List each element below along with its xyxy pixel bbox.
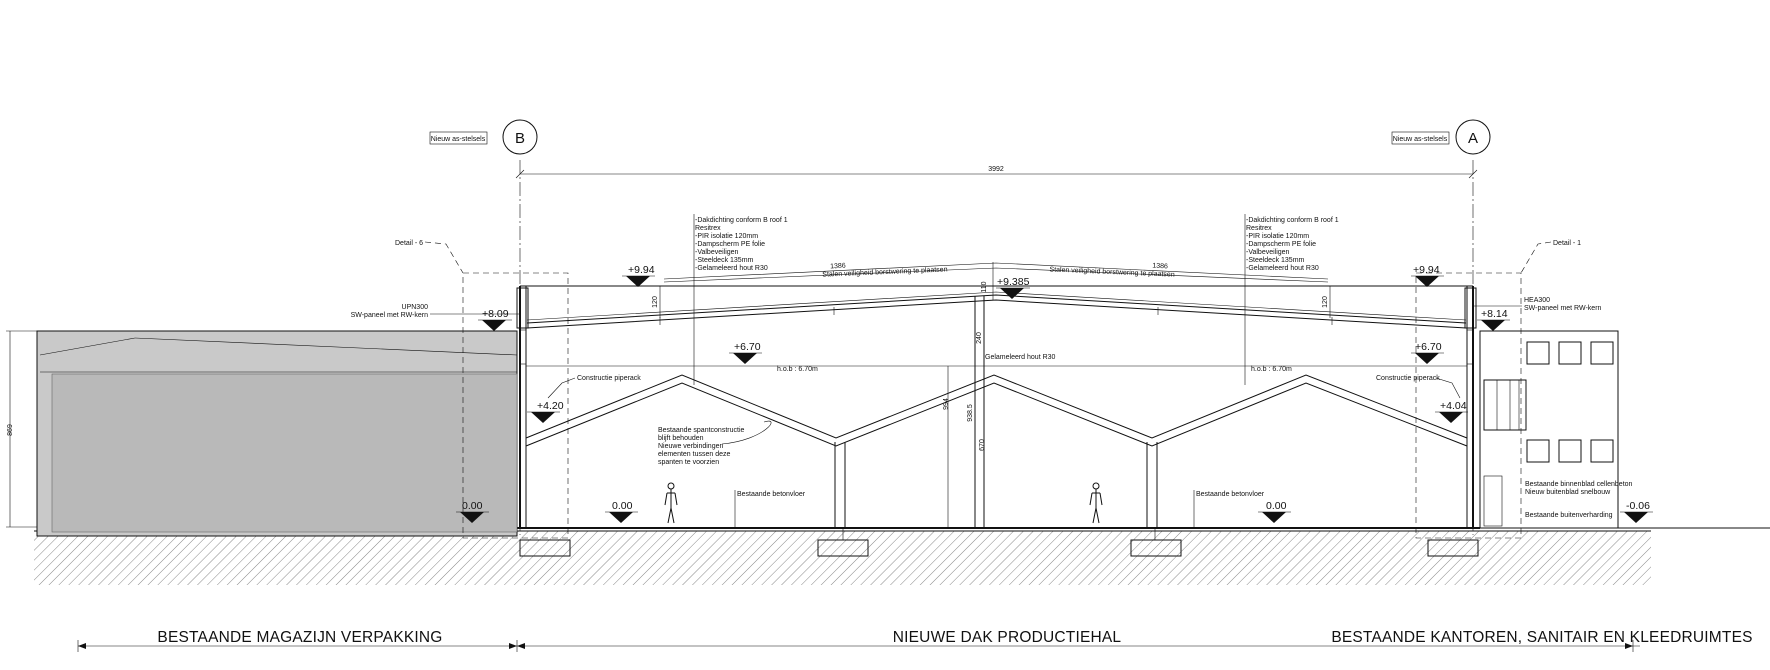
wall-note-line: Bestaande binnenblad cellenbeton: [1525, 481, 1633, 488]
level-value: +8.09: [482, 308, 509, 320]
roof-edge-right: 120: [1322, 296, 1329, 308]
piperack-right: Constructie piperack: [1376, 375, 1440, 382]
level-eave-left: +4.20: [527, 400, 564, 423]
zone-dimension-line: [77, 640, 1640, 652]
level-glulam-left: +6.70: [729, 341, 762, 364]
roof-dim-right: 1386: [1152, 263, 1168, 271]
level-roof-left: +9.94: [622, 264, 655, 287]
roof-note-right-line: -Steeldeck 135mm: [1246, 257, 1305, 264]
beam-left-type: UPN300: [402, 304, 429, 311]
level-value: 0.00: [462, 500, 483, 512]
glulam-label: Gelameleerd hout R30: [985, 354, 1056, 361]
roof-note-right-line: Resitrex: [1246, 225, 1272, 232]
truss-note: Bestaande spantconstructie blijft behoud…: [658, 420, 772, 466]
hob-left: h.o.b : 6.70m: [777, 366, 818, 373]
level-value: +6.70: [1415, 341, 1442, 353]
roof-notes-left: -Dakdichting conform B roof 1 Resitrex -…: [693, 214, 788, 385]
roof-note-right-line: -PIR isolatie 120mm: [1246, 233, 1309, 240]
axis-tag-a: Nieuw as-stelsels: [1393, 136, 1448, 143]
level-value: -0.06: [1626, 500, 1650, 512]
axis-tag-b: Nieuw as-stelsels: [431, 136, 486, 143]
roof-note-left-line: Resitrex: [695, 225, 721, 232]
level-value: +4.20: [537, 400, 564, 412]
level-value: +8.14: [1481, 308, 1508, 320]
roof-note-left-line: -Dakdichting conform B roof 1: [695, 217, 788, 224]
detail-right-label: Detail - 1: [1553, 240, 1581, 247]
level-value: +6.70: [734, 341, 761, 353]
level-floor-hall-right: 0.00: [1258, 500, 1291, 523]
roof-note-left-line: -Dampscherm PE folie: [695, 241, 765, 248]
new-hall: [462, 272, 1522, 557]
level-floor-office: -0.06: [1620, 500, 1653, 523]
zone-label-offices: BESTAANDE KANTOREN, SANITAIR EN KLEEDRUI…: [1331, 629, 1752, 646]
truss-note-line: blijft behouden: [658, 435, 704, 442]
roof-note-right-line: -Dakdichting conform B roof 1: [1246, 217, 1339, 224]
truss-note-line: spanten te voorzien: [658, 459, 719, 466]
roof-dim-left: 1386: [830, 263, 846, 271]
level-value: +4.04: [1440, 400, 1467, 412]
roof-note-left-line: -PIR isolatie 120mm: [695, 233, 758, 240]
truss-note-line: Bestaande spantconstructie: [658, 427, 744, 434]
level-floor-hall-left: 0.00: [605, 500, 638, 523]
roof-note-left-line: -Steeldeck 135mm: [695, 257, 754, 264]
level-warehouse-top: +8.09: [478, 308, 512, 331]
dim-994: 994: [943, 398, 950, 410]
hob-right: h.o.b : 6.70m: [1251, 366, 1292, 373]
dim-670: 670: [979, 439, 986, 451]
ridge-dim-lower: 240: [976, 332, 983, 344]
ground: [34, 527, 1770, 585]
span-dimension: 3992: [515, 166, 1478, 179]
level-value: 0.00: [612, 500, 633, 512]
roof-notes-right: -Dakdichting conform B roof 1 Resitrex -…: [1244, 214, 1339, 385]
roof-note-right-line: -Gelameleerd hout R30: [1246, 265, 1319, 272]
wall-note-line: Nieuw buitenblad snelbouw: [1525, 489, 1611, 496]
zone-label-warehouse: BESTAANDE MAGAZIJN VERPAKKING: [157, 629, 442, 646]
level-floor-warehouse: 0.00: [456, 500, 489, 523]
truss-note-line: Nieuwe verbindingen: [658, 443, 723, 450]
ridge-dim-upper: 110: [981, 281, 988, 292]
paving-label: Bestaande buitenverharding: [1525, 512, 1613, 519]
roof-edge-left: 120: [652, 296, 659, 308]
existing-offices: [1479, 330, 1619, 529]
roof-note-right-line: -Valbeveiligen: [1246, 249, 1290, 256]
dim-9385: 938.5: [967, 404, 974, 422]
warehouse-height: 869: [7, 424, 14, 436]
level-eave-right: +4.04: [1435, 400, 1468, 423]
span-value: 3992: [988, 166, 1004, 173]
beam-right-panel: SW-paneel met RW-kern: [1524, 305, 1602, 312]
axis-bubble-a: A: [1468, 130, 1478, 147]
level-value: +9.94: [628, 264, 655, 276]
roof-dimensions: 1386 1386 Stalen veiligheid borstwering …: [652, 262, 1331, 344]
level-glulam-right: +6.70: [1411, 341, 1444, 364]
zone-label-hall: NIEUWE DAK PRODUCTIEHAL: [893, 629, 1122, 646]
level-office-top: +8.14: [1477, 308, 1510, 331]
level-value: +9.94: [1413, 264, 1440, 276]
floor-label-left: Bestaande betonvloer: [737, 491, 806, 498]
floor-label-right: Bestaande betonvloer: [1196, 491, 1265, 498]
level-roof-right: +9.94: [1411, 264, 1444, 287]
level-value: 0.00: [1266, 500, 1287, 512]
person-figure-left: [664, 482, 678, 524]
axis-bubble-b: B: [515, 130, 525, 147]
detail-callout-left: Detail - 6: [395, 240, 464, 274]
piperack-left: Constructie piperack: [577, 375, 641, 382]
truss-note-line: elementen tussen deze: [658, 451, 730, 458]
person-figure-right: [1089, 482, 1103, 524]
beam-right-type: HEA300: [1524, 297, 1550, 304]
beam-left-panel: SW-paneel met RW-kern: [351, 312, 429, 319]
level-value: +9.385: [997, 276, 1030, 288]
detail-callout-right: Detail - 1: [1520, 240, 1581, 274]
existing-warehouse: 869: [6, 330, 518, 537]
roof-note-left-line: -Gelameleerd hout R30: [695, 265, 768, 272]
roof-note-right-line: -Dampscherm PE folie: [1246, 241, 1316, 248]
detail-left-label: Detail - 6: [395, 240, 423, 247]
level-ridge: +9.385: [996, 276, 1030, 299]
roof-note-left-line: -Valbeveiligen: [695, 249, 739, 256]
